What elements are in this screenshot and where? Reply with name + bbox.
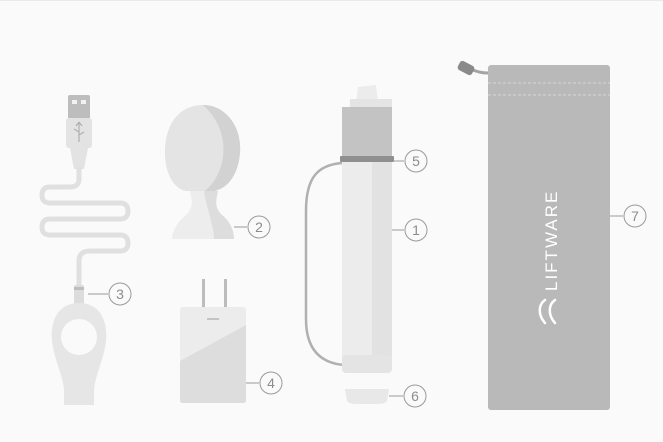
callout-number: 4 bbox=[267, 375, 275, 391]
callout-7: 7 bbox=[631, 208, 639, 224]
usb-cable-icon bbox=[42, 95, 128, 405]
callout-number: 5 bbox=[412, 153, 420, 169]
callout-6: 6 bbox=[411, 388, 419, 404]
callout-number: 7 bbox=[631, 208, 639, 224]
callout-5: 5 bbox=[412, 153, 420, 169]
callout-number: 3 bbox=[116, 286, 124, 302]
callout-number: 1 bbox=[412, 222, 420, 238]
travel-pouch-icon bbox=[457, 60, 610, 410]
wall-adapter-icon bbox=[180, 279, 246, 403]
callout-2: 2 bbox=[255, 219, 263, 235]
callout-1: 1 bbox=[412, 222, 420, 238]
end-cap-icon bbox=[345, 389, 389, 404]
callout-number: 6 bbox=[411, 388, 419, 404]
callout-3: 3 bbox=[116, 286, 124, 302]
callout-number: 2 bbox=[255, 219, 263, 235]
handle-icon bbox=[306, 85, 394, 373]
brand-wordmark: LIFTWARE bbox=[542, 190, 561, 291]
spoon-attachment-icon bbox=[165, 105, 240, 239]
callout-4: 4 bbox=[267, 375, 275, 391]
